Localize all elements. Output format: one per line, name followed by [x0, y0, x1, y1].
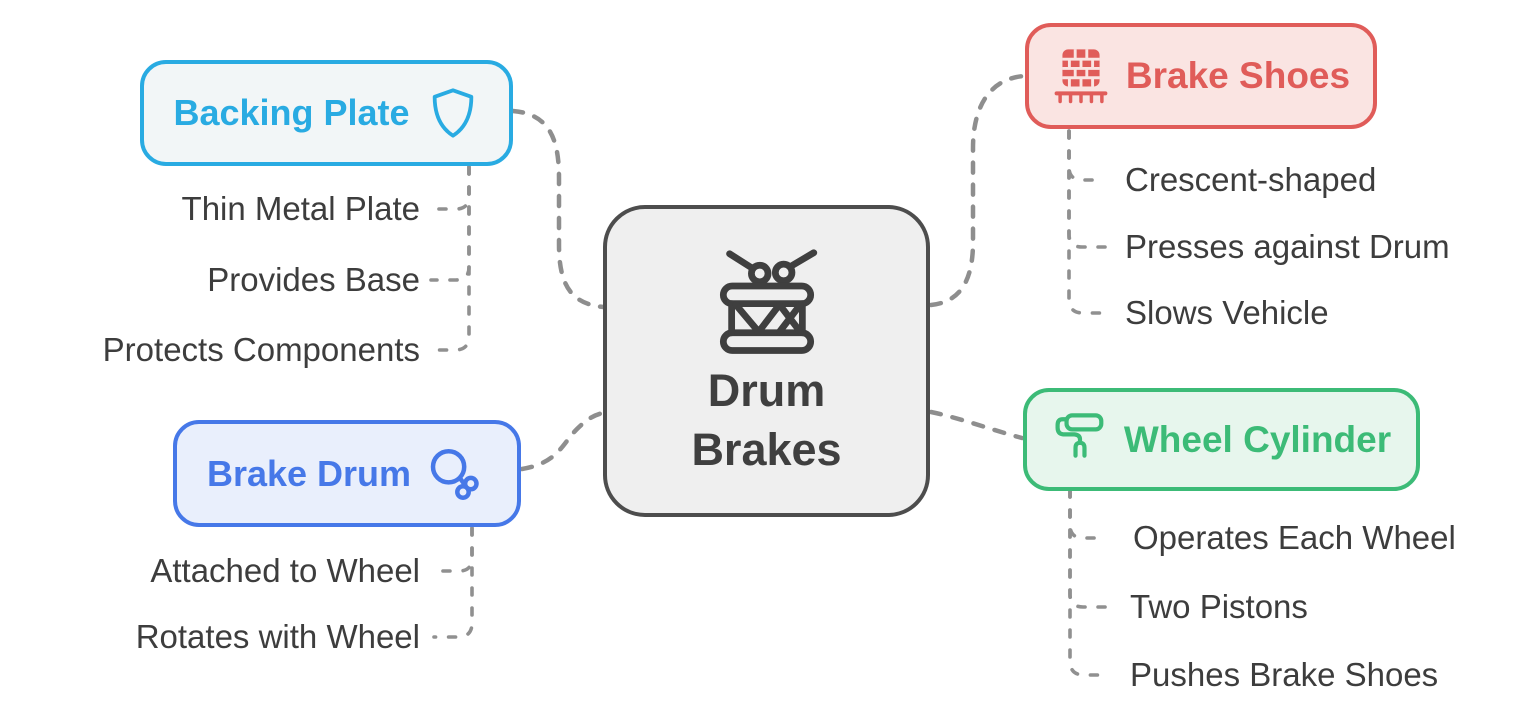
twig-brake-drum-1: [432, 526, 474, 573]
twig-backing-plate-2: [429, 165, 471, 282]
twig-wheel-cylinder-2: [1068, 488, 1108, 609]
leaf-crescent-shaped[interactable]: Crescent-shaped: [1125, 161, 1377, 198]
leaf-presses-against-drum[interactable]: Presses against Drum: [1125, 228, 1450, 265]
node-brake-shoes-label: Brake Shoes: [1125, 55, 1351, 96]
node-wheel-cylinder-label: Wheel Cylinder: [1123, 418, 1392, 460]
twig-wheel-cylinder-3: [1068, 488, 1108, 677]
leaf-two-pistons[interactable]: Two Pistons: [1130, 588, 1308, 625]
node-backing-plate-label: Backing Plate: [173, 92, 410, 133]
leaf-protects-components[interactable]: Protects Components: [102, 331, 420, 368]
node-center-drum-brakes[interactable]: Drum Brakes: [603, 205, 930, 517]
leaf-attached-to-wheel[interactable]: Attached to Wheel: [150, 552, 420, 589]
shield-icon: [432, 88, 473, 138]
leaf-provides-base[interactable]: Provides Base: [207, 261, 420, 298]
twig-brake-shoes-2: [1067, 129, 1107, 249]
node-brake-drum-label: Brake Drum: [206, 452, 412, 494]
twig-wheel-cylinder-1: [1068, 488, 1108, 540]
node-wheel-cylinder[interactable]: Wheel Cylinder: [1023, 388, 1420, 491]
twig-backing-plate-3: [429, 165, 471, 352]
leaf-rotates-with-wheel[interactable]: Rotates with Wheel: [135, 618, 420, 655]
bricks-icon: [1054, 49, 1108, 104]
edge-center-brake-shoes: [928, 73, 1027, 308]
twig-brake-shoes-3: [1067, 129, 1107, 315]
edge-center-brake-drum: [519, 410, 606, 472]
drumstick-icon: [430, 448, 479, 500]
node-backing-plate[interactable]: Backing Plate: [140, 60, 513, 166]
leaf-pushes-brake-shoes[interactable]: Pushes Brake Shoes: [1130, 656, 1439, 693]
paint-roller-icon: [1055, 412, 1104, 458]
leaf-slows-vehicle[interactable]: Slows Vehicle: [1125, 294, 1329, 331]
leaf-thin-metal-plate[interactable]: Thin Metal Plate: [181, 190, 420, 227]
twig-brake-drum-2: [432, 526, 474, 639]
drum-icon: [719, 248, 817, 354]
node-brake-drum[interactable]: Brake Drum: [173, 420, 521, 527]
node-brake-shoes[interactable]: Brake Shoes: [1025, 23, 1377, 129]
twig-brake-shoes-1: [1067, 129, 1107, 182]
center-node-label: Drum Brakes: [691, 364, 842, 475]
leaf-operates-each-wheel[interactable]: Operates Each Wheel: [1133, 519, 1456, 556]
edge-center-backing-plate: [510, 108, 606, 310]
edge-center-wheel-cylinder: [928, 409, 1025, 441]
twig-backing-plate-1: [429, 165, 471, 211]
